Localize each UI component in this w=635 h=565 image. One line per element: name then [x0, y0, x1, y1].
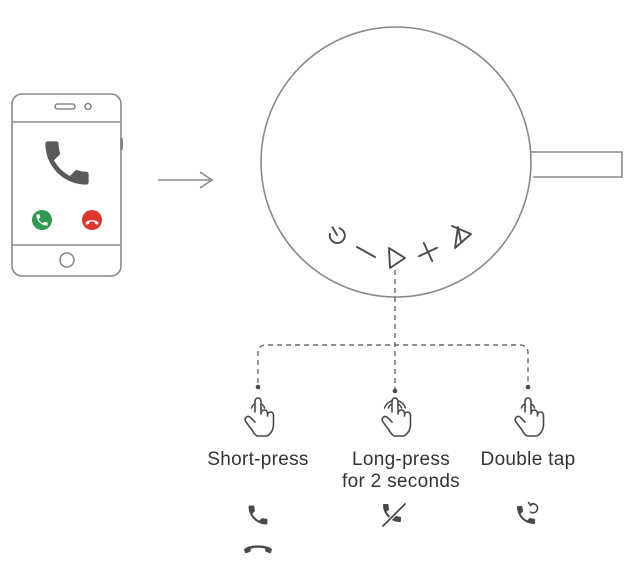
phone-answer-button — [32, 210, 52, 230]
connection-arrow — [158, 171, 214, 189]
play-pause-icon[interactable] — [388, 247, 406, 269]
long-press-label: Long-press for 2 seconds — [331, 449, 471, 493]
phone-home-button — [59, 252, 75, 268]
phone-side-button — [120, 138, 123, 150]
speaker-handle — [529, 151, 623, 178]
volume-up-icon[interactable] — [415, 239, 442, 266]
speaker-body — [260, 26, 532, 298]
hand-press-icon — [244, 397, 275, 437]
phone-camera — [84, 102, 92, 111]
hangup-icon — [85, 220, 99, 225]
speaker-controls — [326, 223, 472, 269]
hand-shape — [514, 397, 545, 437]
phone-body — [11, 93, 122, 277]
phone-hangup-button — [82, 210, 102, 230]
phone-redial-icon — [517, 501, 539, 524]
connector-dots — [255, 384, 531, 394]
dashed-connectors — [257, 270, 529, 389]
phone-speaker-slot — [54, 103, 76, 110]
bluetooth-icon[interactable] — [451, 225, 472, 249]
long-press-label-line2: for 2 seconds — [342, 471, 460, 492]
speaker — [260, 26, 623, 298]
double-tap-label: Double tap — [480, 449, 576, 470]
phone-hangup-icon — [244, 545, 272, 554]
answer-icon — [36, 214, 48, 226]
short-press-label: Short-press — [207, 449, 309, 470]
volume-down-icon[interactable] — [356, 246, 376, 258]
hand-shape — [381, 397, 412, 437]
incoming-call-icon — [45, 141, 89, 185]
long-press-label-line1: Long-press — [351, 449, 451, 470]
power-icon[interactable] — [326, 223, 348, 245]
hand-long-press-icon — [381, 397, 412, 437]
phone-reject-icon — [381, 502, 407, 528]
phone-answer-icon — [248, 505, 268, 525]
hand-shape — [244, 397, 275, 437]
smartphone — [11, 93, 123, 277]
hand-double-tap-icon — [514, 397, 545, 437]
